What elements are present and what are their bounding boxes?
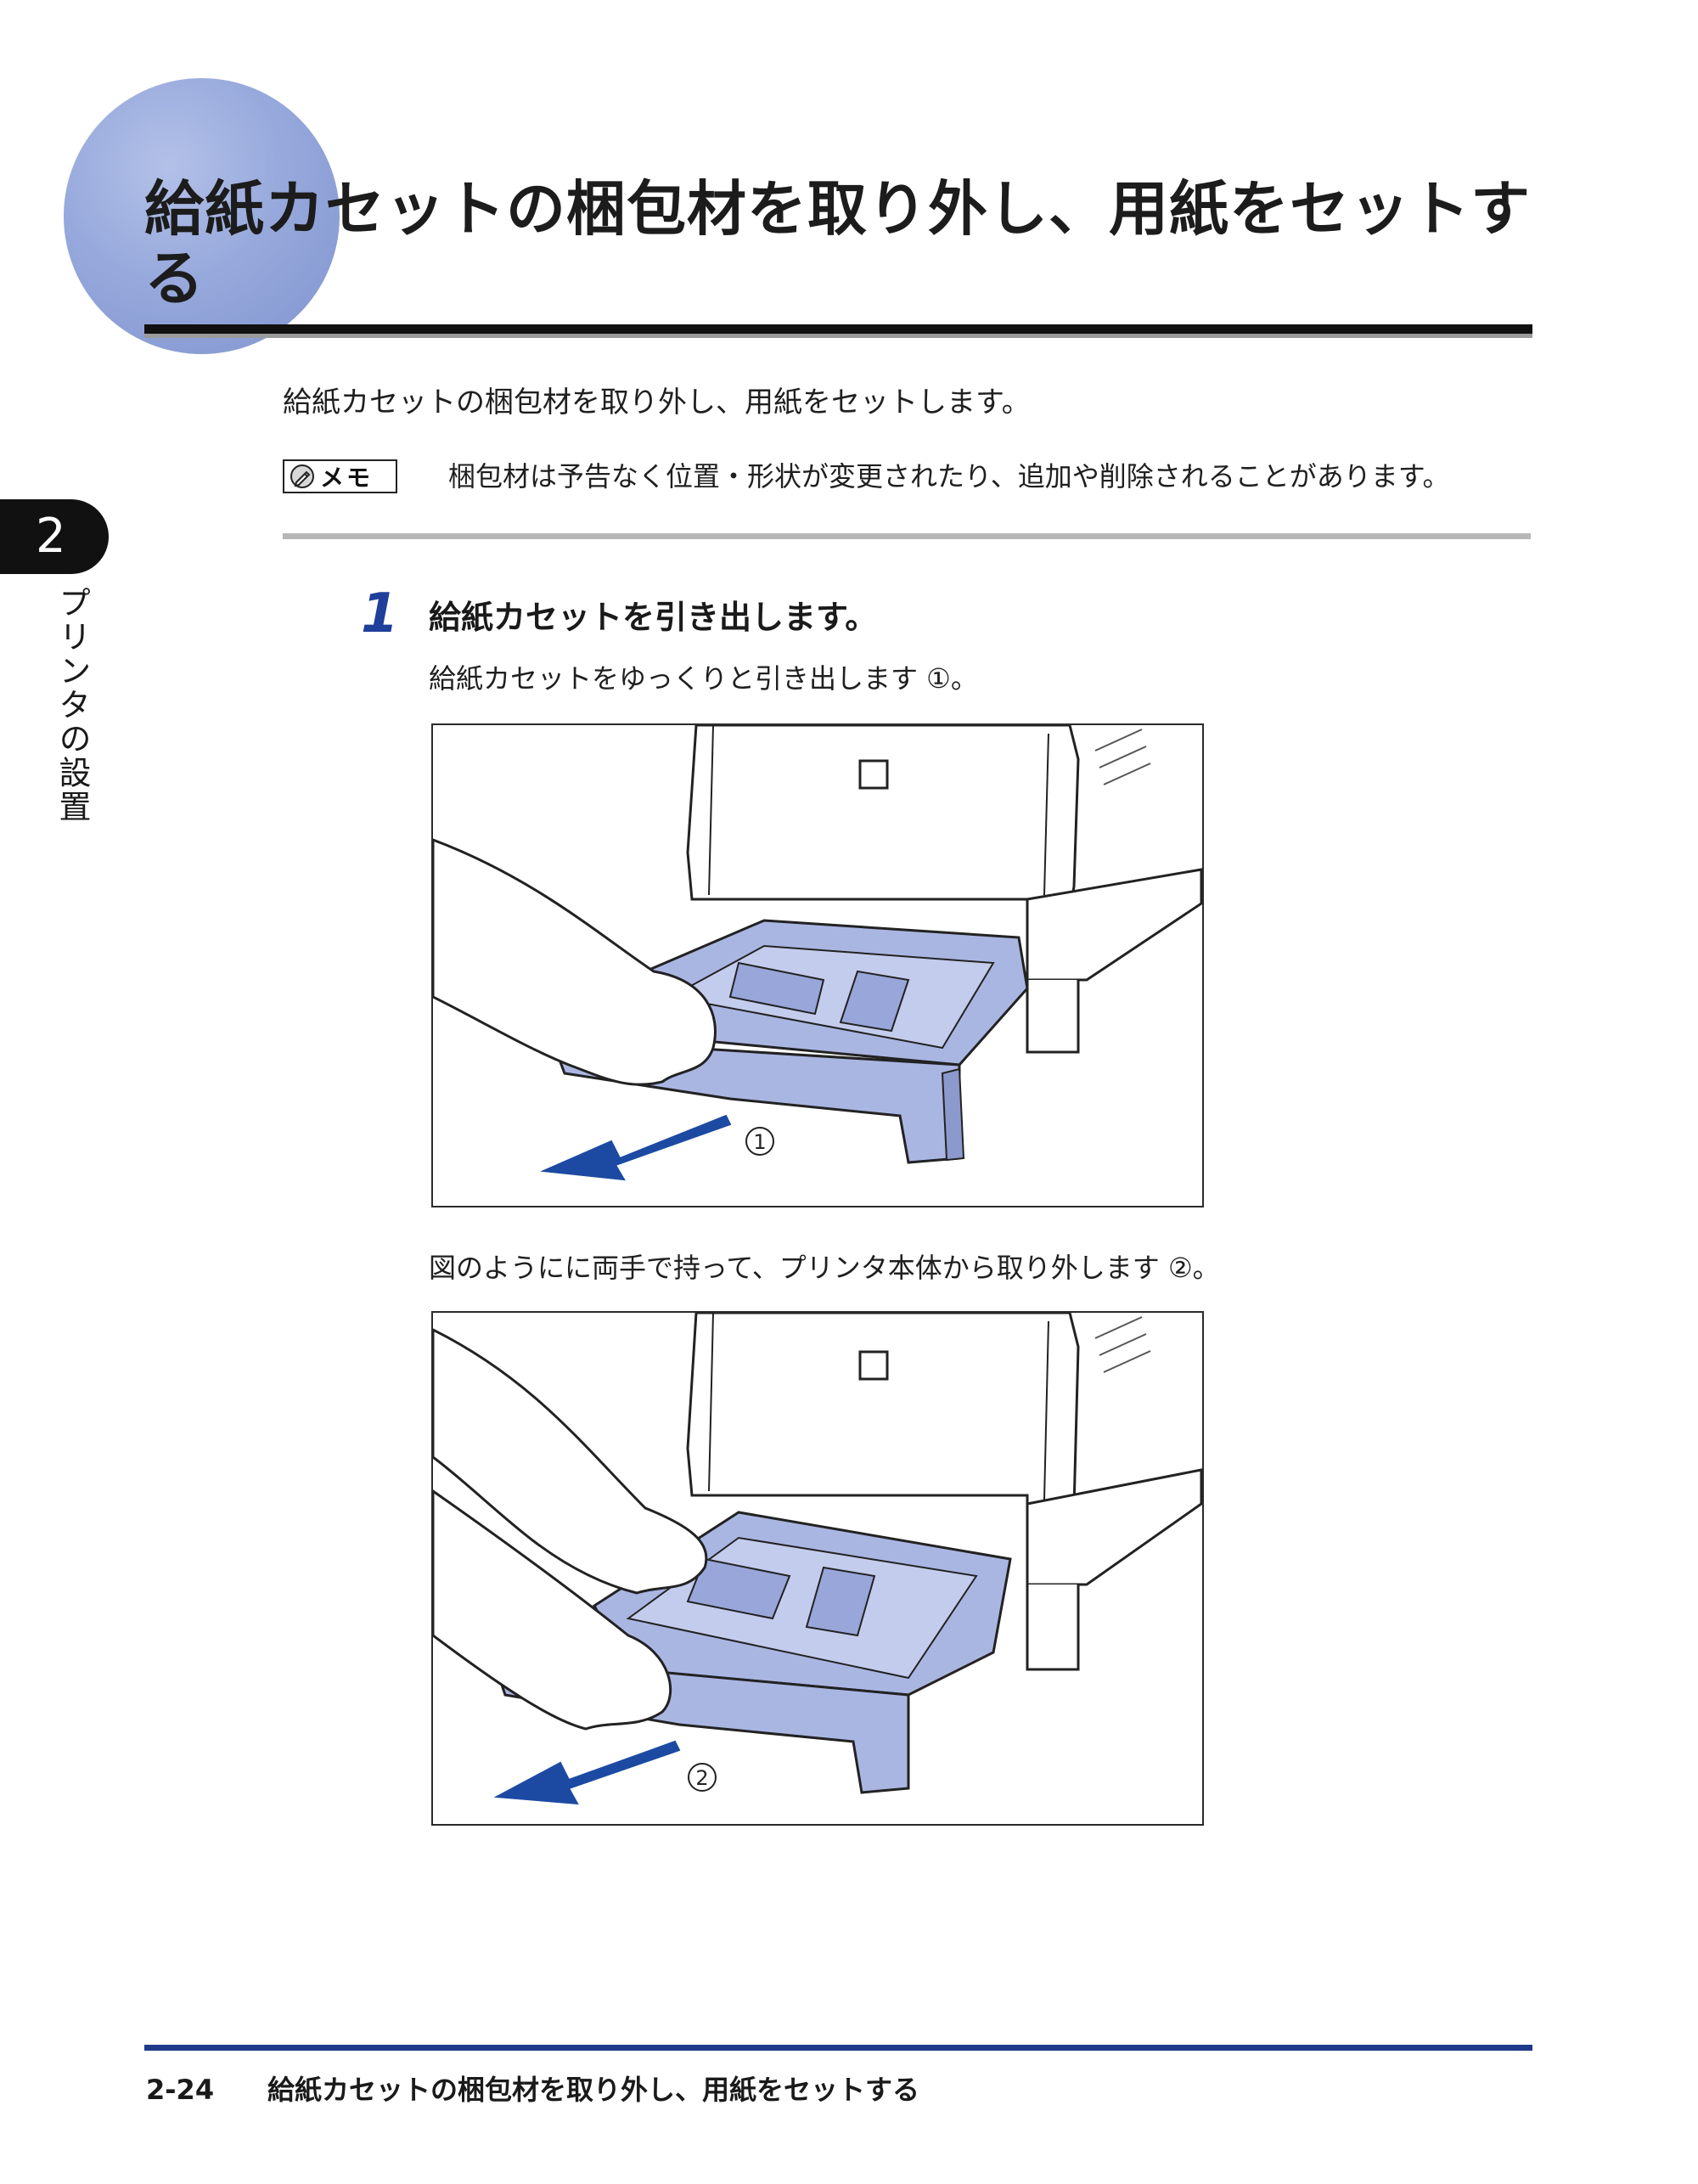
- step-description: 給紙カセットをゆっくりと引き出します ①。: [429, 662, 978, 695]
- marker-1-label: 1: [753, 1130, 766, 1154]
- remove-direction-arrow-icon: [493, 1740, 681, 1805]
- hand-illustration-upper: [433, 1328, 708, 1595]
- title-underline-shadow: [144, 334, 1532, 338]
- memo-label: メモ: [320, 464, 374, 492]
- memo-text: 梱包材は予告なく位置・形状が変更されたり、追加や削除されることがあります。: [448, 460, 1450, 493]
- title-decoration-circle: [64, 78, 340, 354]
- memo-divider: [283, 533, 1531, 539]
- figure-pull-out-cassette: 1: [431, 723, 1204, 1207]
- marker-2-label: 2: [695, 1766, 708, 1790]
- hand-illustration-lower: [433, 1489, 672, 1731]
- pull-direction-arrow-icon: [540, 1114, 732, 1181]
- hand-illustration: [433, 838, 717, 1086]
- footer-section-title: 給紙カセットの梱包材を取り外し、用紙をセットする: [267, 2074, 920, 2106]
- figure-remove-cassette: 2: [431, 1311, 1204, 1826]
- intro-text: 給紙カセットの梱包材を取り外し、用紙をセットします。: [283, 386, 1031, 419]
- printer-illustration: 1: [433, 725, 1202, 1181]
- step-number: 1: [361, 583, 399, 645]
- chapter-tab: [0, 499, 109, 574]
- marker-1-circle: [745, 1127, 774, 1156]
- footer-page-number: 2-24: [146, 2074, 215, 2106]
- printer-illustration-2: 2: [433, 1313, 1202, 1805]
- memo-badge: メモ: [283, 459, 397, 493]
- page-title: 給紙カセットの梱包材を取り外し、用紙をセットする: [144, 174, 1531, 313]
- footer-divider: [144, 2045, 1532, 2051]
- step-title: 給紙カセットを引き出します。: [429, 599, 878, 636]
- chapter-label: プリンタの設置: [53, 586, 91, 824]
- title-underline: [144, 324, 1532, 334]
- chapter-number: 2: [36, 509, 66, 564]
- marker-2-circle: [688, 1763, 717, 1792]
- step-description-2: 図のようにに両手で持って、プリンタ本体から取り外します ②。: [429, 1252, 1220, 1284]
- pencil-icon: [290, 464, 314, 488]
